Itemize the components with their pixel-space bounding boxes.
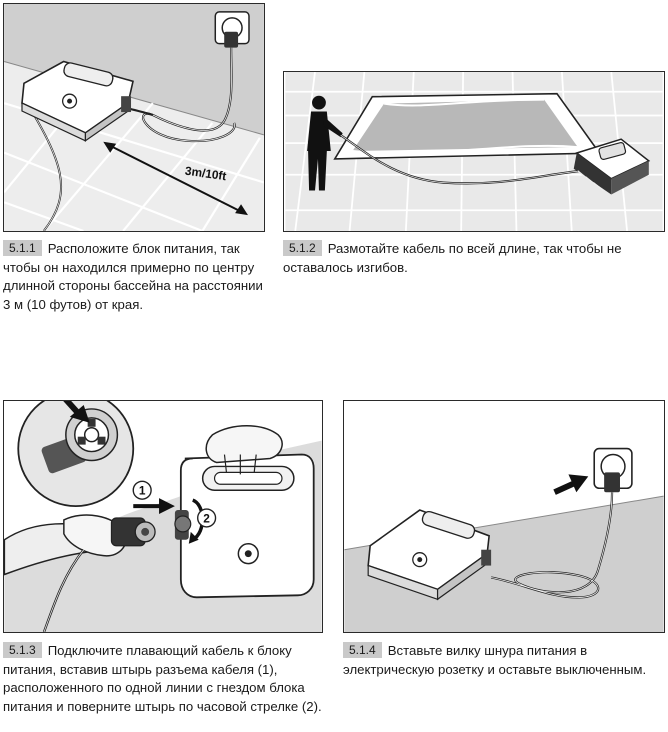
illustration-5-1-1: 3m/10ft: [3, 3, 265, 232]
svg-text:1: 1: [139, 484, 146, 498]
step-text: Вставьте вилку шнура питания в электриче…: [343, 643, 647, 677]
marker-2: 2: [197, 508, 217, 528]
marker-1: 1: [132, 480, 152, 500]
wall-socket-icon: [593, 447, 633, 493]
distance-arrow: [103, 141, 248, 216]
connector-zoom-detail: [17, 401, 135, 507]
cable-unwinding-drawing: [285, 72, 663, 231]
plug-into-socket-drawing: [344, 401, 664, 632]
plug-in-arrow: [553, 474, 589, 495]
power-supply-unit-icon: [21, 60, 134, 142]
step-text: Размотайте кабель по всей длине, так что…: [283, 241, 622, 275]
svg-text:2: 2: [203, 511, 210, 525]
illustration-5-1-3: 1 2: [3, 400, 323, 633]
cable-connection-drawing: 1 2: [4, 401, 322, 632]
person-figure: [307, 95, 343, 191]
illustration-5-1-2: [283, 71, 665, 232]
step-text: Расположите блок питания, так чтобы он н…: [3, 241, 263, 312]
illustration-5-1-4: [343, 400, 665, 633]
wall-socket-icon: [214, 11, 250, 48]
step-number-badge: 5.1.4: [343, 642, 382, 658]
step-number-badge: 5.1.1: [3, 240, 42, 256]
power-supply-unit-icon: [367, 509, 492, 601]
cable-plug-icon: [110, 517, 156, 547]
power-supply-unit-icon: [174, 453, 315, 599]
pool-robot-icon: [573, 138, 651, 195]
distance-label: 3m/10ft: [184, 164, 227, 184]
step-number-badge: 5.1.2: [283, 240, 322, 256]
power-supply-placement-drawing: 3m/10ft: [4, 4, 264, 231]
insert-arrow: [133, 498, 175, 515]
step-number-badge: 5.1.3: [3, 642, 42, 658]
step-text: Подключите плавающий кабель к блоку пита…: [3, 643, 322, 714]
